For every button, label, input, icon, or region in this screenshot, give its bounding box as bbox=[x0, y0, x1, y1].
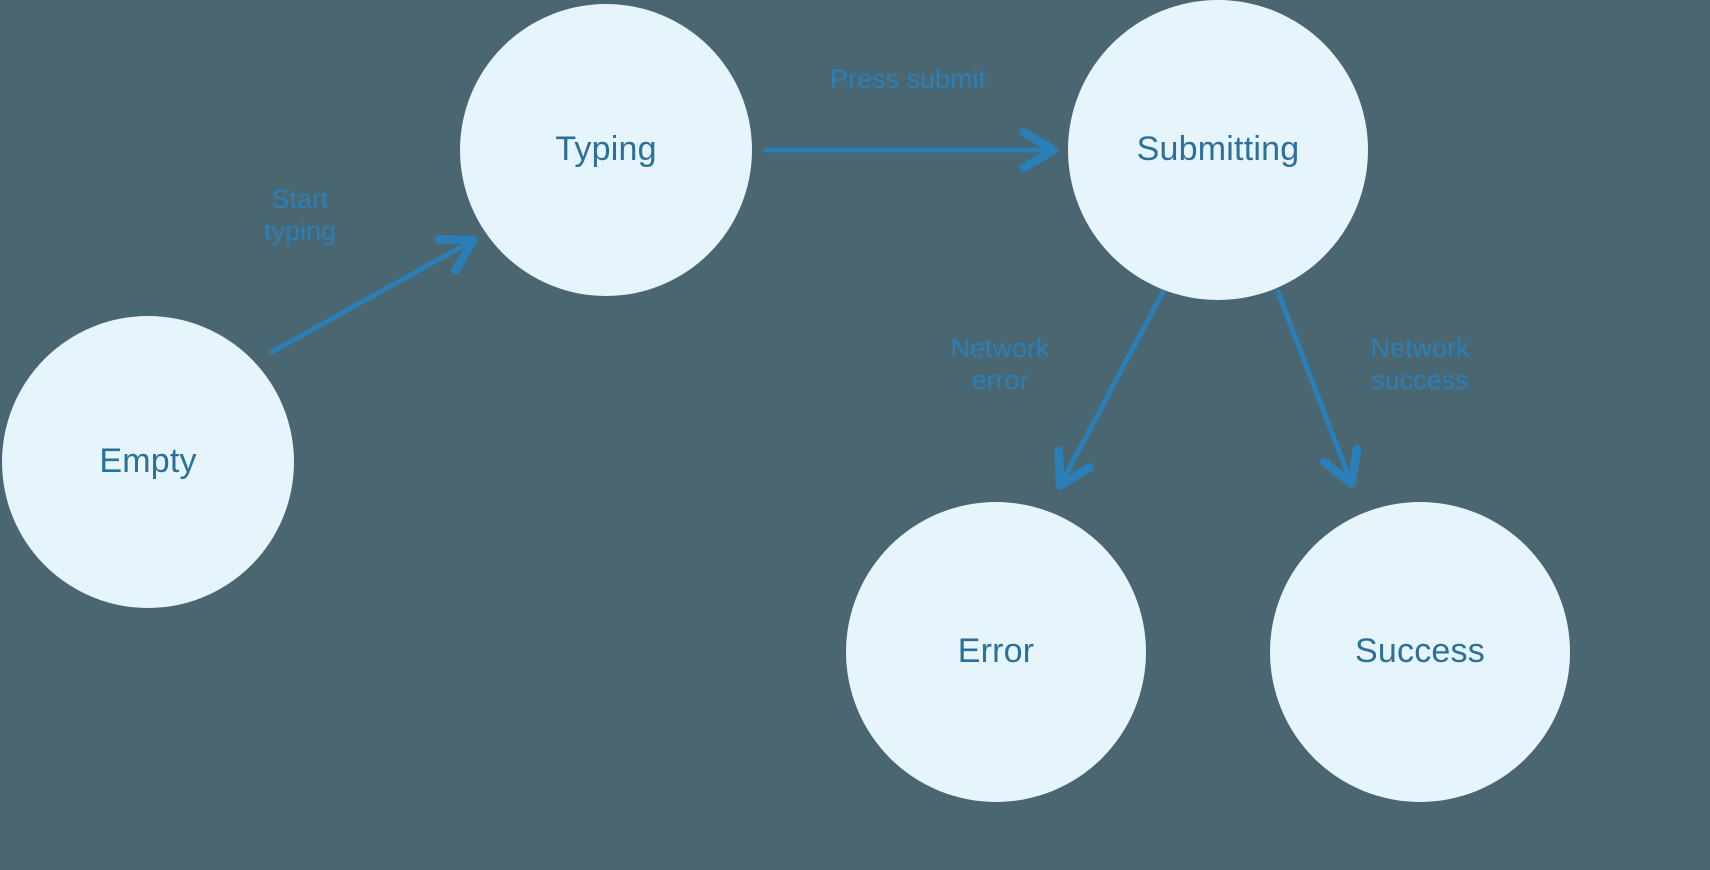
edge-label-press-submit: Press submit bbox=[829, 64, 987, 95]
edge-submitting-to-error bbox=[1054, 287, 1167, 490]
state-node-success[interactable]: Success bbox=[1270, 502, 1570, 802]
state-node-submitting[interactable]: Submitting bbox=[1068, 0, 1368, 300]
edge-label-network-error: Network error bbox=[950, 333, 1050, 395]
state-node-empty[interactable]: Empty bbox=[2, 316, 294, 608]
edge-empty-to-typing bbox=[269, 235, 478, 355]
state-node-empty-label: Empty bbox=[99, 442, 197, 481]
state-node-typing-label: Typing bbox=[555, 130, 657, 169]
edge-label-network-success: Network success bbox=[1370, 333, 1470, 395]
edge-submitting-to-success bbox=[1275, 289, 1362, 488]
state-node-submitting-label: Submitting bbox=[1136, 130, 1300, 169]
state-node-typing[interactable]: Typing bbox=[460, 4, 752, 296]
state-node-error-label: Error bbox=[957, 632, 1035, 671]
state-node-error[interactable]: Error bbox=[846, 502, 1146, 802]
edge-label-start-typing: Start typing bbox=[263, 184, 337, 246]
state-node-success-label: Success bbox=[1355, 632, 1485, 671]
